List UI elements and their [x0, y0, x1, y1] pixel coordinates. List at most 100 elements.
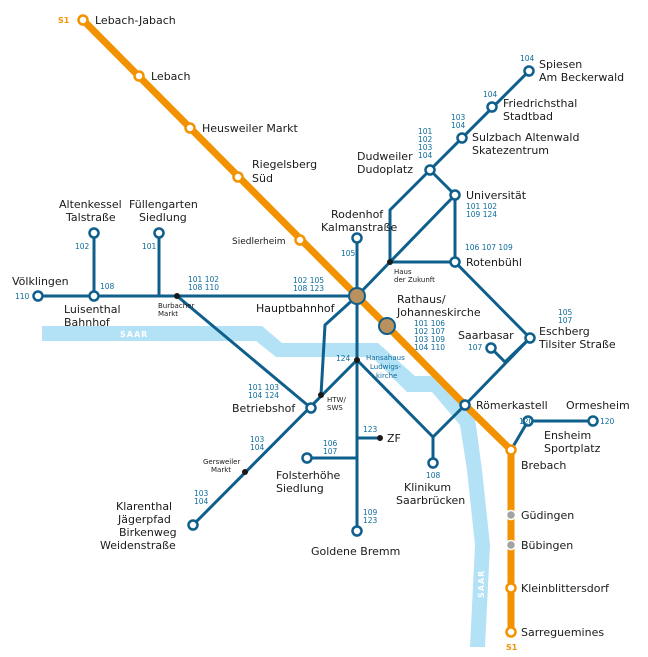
- label-luisenthal-2: Bahnhof: [64, 316, 111, 329]
- station-klarenthal[interactable]: [187, 519, 199, 531]
- label-gersweiler-2: Markt: [211, 466, 231, 474]
- label-dudweiler-2: Dudoplatz: [357, 163, 413, 176]
- label-folsterhoehe-1: Folsterhöhe: [276, 469, 341, 482]
- station-zf[interactable]: [377, 435, 383, 441]
- station-eschberg[interactable]: [524, 332, 536, 344]
- label-rotenbuehl: Rotenbühl: [466, 256, 522, 269]
- label-ensheim-2: Sportplatz: [544, 442, 601, 455]
- station-lebach[interactable]: [133, 70, 145, 82]
- label-eschberg-2: Tilsiter Straße: [538, 338, 616, 351]
- station-luisenthal[interactable]: [88, 290, 100, 302]
- label-roemerkastell: Römerkastell: [476, 399, 548, 412]
- routes-ensheim-b: 120: [600, 417, 615, 426]
- station-kleinblittersdorf[interactable]: [505, 582, 517, 594]
- station-burbacher-markt[interactable]: [174, 293, 180, 299]
- routes-dudweiler-a: 101: [418, 127, 433, 136]
- station-rodenhof[interactable]: [351, 232, 363, 244]
- routes-hansahaus: 124: [336, 354, 351, 363]
- route-numbers: 104 104 103 104 101 102 103 104 101 102 …: [15, 54, 615, 525]
- station-guedingen[interactable]: [505, 509, 517, 521]
- station-htw[interactable]: [318, 392, 324, 398]
- routes-eschberg-b: 107: [558, 316, 573, 325]
- station-voelklingen[interactable]: [32, 290, 44, 302]
- station-heusweiler-markt[interactable]: [184, 122, 196, 134]
- station-universitaet[interactable]: [449, 189, 461, 201]
- label-brebach: Brebach: [521, 459, 566, 472]
- label-hansahaus-1: Hansahaus: [366, 354, 405, 362]
- label-buebingen: Bübingen: [521, 539, 573, 552]
- station-brebach[interactable]: [505, 444, 517, 456]
- label-haus-zukunft-1: Haus: [394, 268, 412, 276]
- routes-klinikum: 108: [426, 471, 441, 480]
- routes-ensheim-a: 120: [519, 417, 534, 426]
- routes-altenkessel: 102: [75, 242, 90, 251]
- routes-betriebshof-a: 101 103: [248, 383, 279, 392]
- routes-klarenthal-b: 104: [194, 497, 209, 506]
- station-spiesen[interactable]: [523, 65, 535, 77]
- routes-zf: 123: [363, 425, 378, 434]
- river-label-south: SAAR: [477, 570, 486, 598]
- river-label-west: SAAR: [120, 330, 148, 339]
- routes-dudweiler-c: 103: [418, 143, 433, 152]
- station-betriebshof[interactable]: [305, 402, 317, 414]
- label-hansahaus-2: Ludwigs-: [370, 363, 401, 371]
- label-hansahaus-3: kirche: [376, 372, 397, 380]
- station-dudweiler[interactable]: [424, 164, 436, 176]
- station-klinikum[interactable]: [427, 457, 439, 469]
- stations: [32, 14, 599, 638]
- label-rathaus-2: Johanneskirche: [396, 306, 481, 319]
- label-sulzbach-1: Sulzbach Altenwald: [472, 131, 579, 144]
- station-siedlerheim[interactable]: [294, 234, 306, 246]
- station-sulzbach[interactable]: [456, 132, 468, 144]
- routes-rotenbuehl: 106 107 109: [465, 243, 513, 252]
- river-saar: SAAR SAAR: [42, 326, 490, 647]
- s1-label-top: S1: [58, 16, 70, 25]
- label-saarbasar: Saarbasar: [458, 329, 514, 342]
- label-folsterhoehe-2: Siedlung: [276, 482, 324, 495]
- station-altenkessel[interactable]: [88, 227, 100, 239]
- station-sarreguemines[interactable]: [505, 626, 517, 638]
- station-goldene-bremm[interactable]: [351, 525, 363, 537]
- station-friedrichsthal[interactable]: [486, 101, 498, 113]
- label-lebach-jabach: Lebach-Jabach: [95, 14, 176, 27]
- station-hansahaus[interactable]: [354, 357, 360, 363]
- routes-burbach-a: 101 102: [188, 275, 219, 284]
- station-gersweiler-markt[interactable]: [242, 469, 248, 475]
- station-lebach-jabach[interactable]: [77, 14, 89, 26]
- label-hauptbahnhof: Hauptbahnhof: [256, 302, 336, 315]
- label-heusweiler-markt: Heusweiler Markt: [202, 122, 299, 135]
- label-friedrichsthal-1: Friedrichsthal: [503, 97, 577, 110]
- label-burbacher-1: Burbacher: [158, 302, 194, 310]
- label-fuellengarten-1: Füllengarten: [129, 198, 198, 211]
- tram-line-klarenthal: [191, 358, 359, 527]
- label-dudweiler-1: Dudweiler: [357, 150, 413, 163]
- label-klarenthal-4: Weidenstraße: [100, 539, 176, 552]
- station-hauptbahnhof[interactable]: [348, 287, 366, 305]
- label-haus-zukunft-2: der Zukunft: [394, 276, 435, 284]
- s1-line: [79, 16, 515, 636]
- label-spiesen-2: Am Beckerwald: [539, 71, 624, 84]
- tram-line-htw: [319, 294, 359, 397]
- label-fuellengarten-2: Siedlung: [139, 211, 187, 224]
- station-folsterhoehe[interactable]: [301, 452, 313, 464]
- station-rotenbuehl[interactable]: [449, 256, 461, 268]
- station-ormesheim[interactable]: [587, 415, 599, 427]
- label-universitaet: Universität: [466, 189, 527, 202]
- station-fuellengarten[interactable]: [153, 227, 165, 239]
- label-altenkessel-1: Altenkessel: [59, 198, 122, 211]
- label-eschberg-1: Eschberg: [539, 325, 590, 338]
- routes-burbach-b: 108 110: [188, 283, 219, 292]
- station-ensheim[interactable]: [522, 415, 534, 427]
- station-buebingen[interactable]: [505, 539, 517, 551]
- station-riegelsberg-sued[interactable]: [232, 171, 244, 183]
- station-rathaus-johanneskirche[interactable]: [378, 317, 396, 335]
- river-saar-west: [42, 326, 355, 357]
- label-klarenthal-3: Birkenweg: [119, 526, 177, 539]
- routes-betriebshof-b: 104 124: [248, 391, 279, 400]
- routes-saarbasar: 107: [468, 343, 483, 352]
- routes-gersweiler-a: 103: [250, 435, 265, 444]
- routes-friedrichsthal: 104: [483, 90, 498, 99]
- station-saarbasar[interactable]: [485, 342, 497, 354]
- station-haus-der-zukunft[interactable]: [387, 259, 393, 265]
- station-roemerkastell[interactable]: [459, 399, 471, 411]
